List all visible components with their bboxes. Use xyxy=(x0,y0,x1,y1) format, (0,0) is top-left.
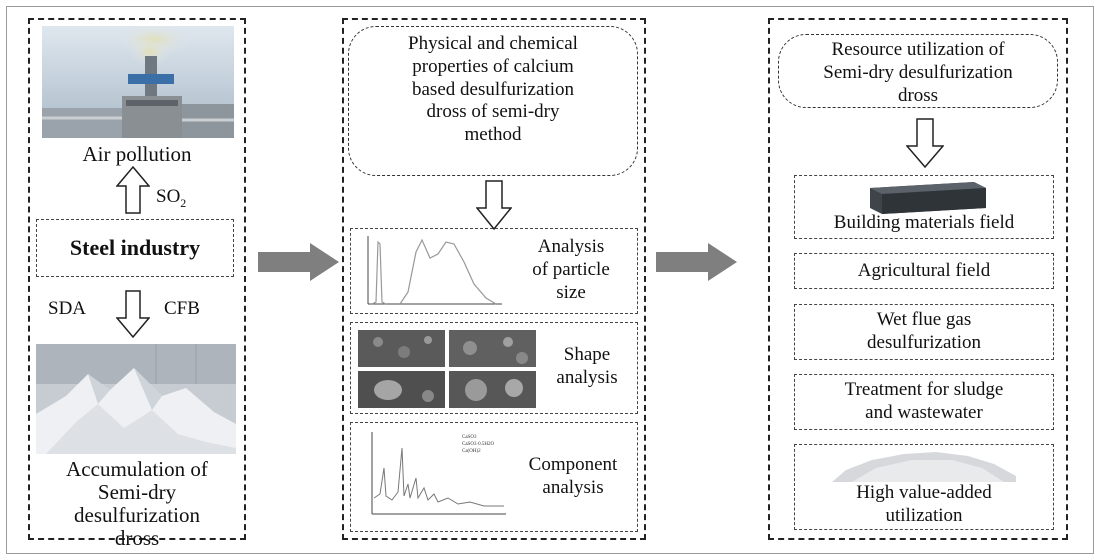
sda-label: SDA xyxy=(48,298,87,319)
accumulation-label: Accumulation of Semi-dry desulfurization… xyxy=(66,457,208,551)
left-column xyxy=(28,18,246,540)
xrd-legend-1: CaSO3 xyxy=(462,435,477,440)
xrd-legend-3: Ca(OH)2 xyxy=(462,449,481,454)
right-arrow-icon-2 xyxy=(656,243,737,281)
so2-label: SO2 xyxy=(156,186,187,210)
building-materials-box xyxy=(794,175,1054,239)
component-analysis-label: Component analysis xyxy=(528,454,618,498)
particle-size-label: Analysis of particle size xyxy=(532,236,610,303)
up-arrow-icon xyxy=(116,166,150,214)
xrd-legend-2: CaSO3·0.5H2O xyxy=(462,442,494,447)
particle-size-chart xyxy=(356,232,506,310)
down-arrow-icon xyxy=(116,290,150,338)
powder-image xyxy=(832,452,1016,482)
shape-analysis-label: Shape analysis xyxy=(556,344,618,388)
sludge-treatment-box: Treatment for sludge and wastewater xyxy=(794,374,1054,430)
down-arrow-icon-middle xyxy=(476,180,512,230)
resource-utilization-box: Resource utilization of Semi-dry desulfu… xyxy=(778,34,1058,108)
high-value-box xyxy=(794,444,1054,530)
properties-box: Physical and chemical properties of calc… xyxy=(348,26,638,176)
right-column xyxy=(768,18,1068,540)
xrd-chart: CaSO3 CaSO3·0.5H2O Ca(OH)2 xyxy=(358,428,510,526)
wet-flue-gas-box: Wet flue gas desulfurization xyxy=(794,304,1054,360)
agricultural-field-box: Agricultural field xyxy=(794,253,1054,289)
particle-size-box xyxy=(350,228,638,314)
steel-industry-box: Steel industry xyxy=(36,219,234,277)
shape-analysis-box xyxy=(350,322,638,414)
brick-icon xyxy=(870,182,986,214)
component-analysis-box xyxy=(350,422,638,532)
sem-images xyxy=(358,330,536,408)
cfb-label: CFB xyxy=(164,298,200,319)
right-arrow-icon-1 xyxy=(258,243,339,281)
high-value-label: High value-added utilization xyxy=(856,482,992,526)
air-pollution-label: Air pollution xyxy=(82,142,192,166)
building-materials-label: Building materials field xyxy=(833,212,1015,233)
diagram-frame xyxy=(6,6,1094,554)
middle-column xyxy=(342,18,646,540)
down-arrow-icon-right xyxy=(906,118,944,168)
smokestack-photo xyxy=(42,26,234,138)
dross-pile-photo xyxy=(36,344,236,454)
